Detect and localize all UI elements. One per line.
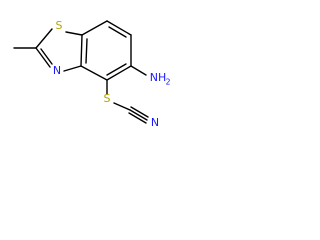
thio-sulfur-label: S <box>104 92 111 105</box>
nitrile-nitrogen-label: N <box>151 116 159 129</box>
bond-c4-c3a <box>80 65 108 81</box>
molecule-canvas: S N NH 2 S N <box>0 0 199 132</box>
bond-c3a-c7a <box>80 34 83 67</box>
structure-diagram: S N NH 2 S N <box>13 19 171 129</box>
bond-sulfur-carbon <box>113 102 131 111</box>
bond-c7a-c7 <box>81 20 108 36</box>
bond-c7-c6-double <box>108 26 127 38</box>
bond-c5-c4 <box>106 65 132 81</box>
amine-nitrogen-label: NH <box>150 71 167 84</box>
bond-n3-c3a <box>63 65 82 72</box>
bond-c3a-c7a-inner <box>85 38 88 64</box>
bond-c7-c6 <box>106 20 132 36</box>
bond-c5-c4-double <box>106 63 127 76</box>
bond-c2-n3 <box>35 47 51 68</box>
bond-c5-amine <box>130 65 147 76</box>
amine-subscript-label: 2 <box>165 78 170 87</box>
bond-c2-n3-double <box>40 48 53 65</box>
bond-s1-c7a <box>65 31 83 36</box>
bond-triple-3 <box>130 106 149 118</box>
ring-nitrogen-label: N <box>53 64 61 77</box>
bond-triple-2 <box>128 112 147 124</box>
bond-c2-s1 <box>35 28 53 49</box>
bond-triple-1 <box>129 109 148 121</box>
ring-sulfur-label: S <box>56 19 63 32</box>
